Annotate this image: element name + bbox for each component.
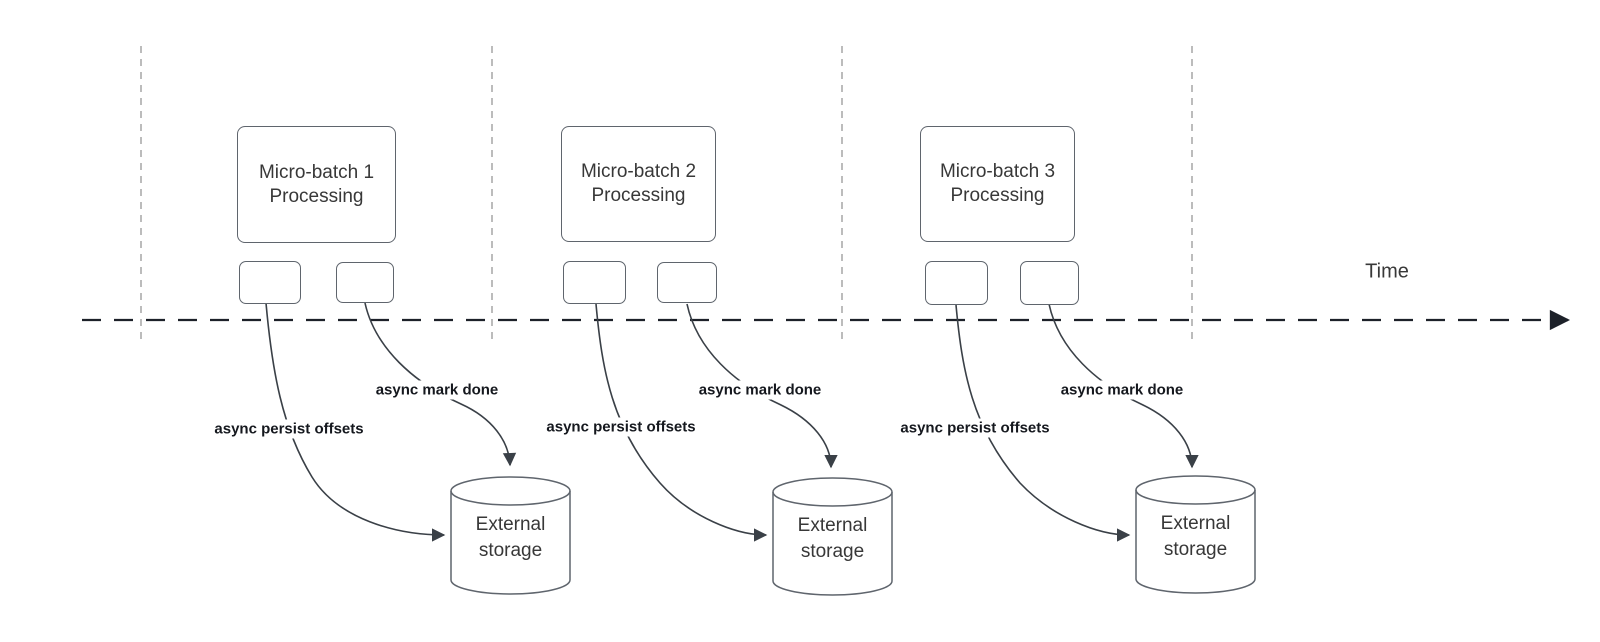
persist-task-chip-3 xyxy=(925,261,988,305)
external-storage-cylinder-1 xyxy=(450,476,571,595)
async-persist-offsets-label-1: async persist offsets xyxy=(209,419,369,439)
persist-offsets-arrow-2 xyxy=(595,303,768,542)
async-persist-offsets-label-2: async persist offsets xyxy=(541,417,701,437)
async-mark-done-label-1: async mark done xyxy=(370,380,504,400)
micro-batch-1-process-box: Micro-batch 1 Processing xyxy=(237,126,396,243)
persist-offsets-arrow-3 xyxy=(955,304,1131,542)
micro-batch-2-process-box: Micro-batch 2 Processing xyxy=(561,126,716,242)
micro-batch-3-process-box: Micro-batch 3 Processing xyxy=(920,126,1075,242)
persist-task-chip-1 xyxy=(239,261,301,304)
async-persist-offsets-label-3: async persist offsets xyxy=(895,418,1055,438)
mark-done-arrow-2 xyxy=(686,303,838,469)
mark-done-arrow-3 xyxy=(1048,303,1199,469)
async-mark-done-label-3: async mark done xyxy=(1055,380,1189,400)
mark-done-arrow-1 xyxy=(364,302,517,467)
time-axis-label: Time xyxy=(1365,260,1409,283)
external-storage-cylinder-3 xyxy=(1135,475,1256,594)
persist-task-chip-2 xyxy=(563,261,626,304)
mark-done-task-chip-3 xyxy=(1020,261,1079,305)
mark-done-task-chip-1 xyxy=(336,262,394,303)
mark-done-task-chip-2 xyxy=(657,262,717,303)
external-storage-cylinder-2 xyxy=(772,477,893,596)
persist-offsets-arrow-1 xyxy=(265,302,446,542)
async-mark-done-label-2: async mark done xyxy=(693,380,827,400)
